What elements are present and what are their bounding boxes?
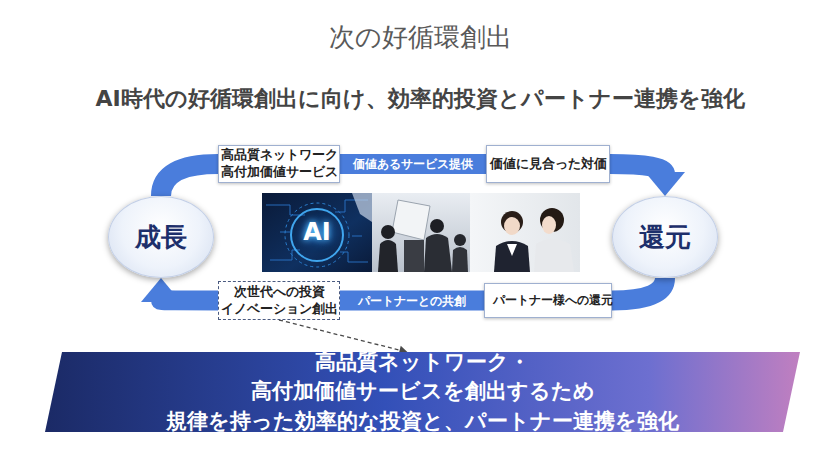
arrowhead <box>141 278 181 302</box>
office-photo <box>470 193 580 272</box>
diagram-title: 次の好循環創出 <box>0 20 840 55</box>
cycle-arrow <box>141 278 218 302</box>
dashed-arrow <box>279 320 407 354</box>
arrowhead <box>645 172 685 196</box>
edge-label: パートナーとの共創 <box>358 292 466 309</box>
ai-photo <box>262 193 372 272</box>
cycle-arrow <box>612 278 665 301</box>
cycle-arrow <box>610 164 685 196</box>
photo-text: AI <box>262 218 372 246</box>
node-text: 高品質ネットワーク 高付加価値サービス <box>220 147 338 181</box>
node-text: 価値に見合った対価 <box>490 156 607 173</box>
process-box: 高品質ネットワーク 高付加価値サービス <box>218 145 340 183</box>
connector-line <box>340 154 486 174</box>
edge-label: 価値あるサービス提供 <box>353 156 473 173</box>
connector-line <box>161 164 218 196</box>
node-text: 高品質ネットワーク・高付加価値サービスを創出するため 規律を持った効率的な投資と… <box>150 348 696 436</box>
cycle-circle: 成長 <box>108 196 214 278</box>
dashed-box: 次世代への投資 イノベーション創出 <box>218 281 340 320</box>
process-box: パートナー様への還元 <box>484 283 612 318</box>
node-text: 次世代への投資 イノベーション創出 <box>220 284 338 318</box>
process-box: 価値に見合った対価 <box>486 145 610 183</box>
connector-line <box>612 278 665 301</box>
node-text: 還元 <box>639 220 691 255</box>
node-text: 成長 <box>135 220 187 255</box>
cycle-arrow <box>161 164 218 196</box>
connector-line <box>279 320 402 351</box>
node-text: パートナー様への還元 <box>493 293 604 309</box>
summary-banner: 高品質ネットワーク・高付加価値サービスを創出するため 規律を持った効率的な投資と… <box>45 352 800 432</box>
cycle-circle: 還元 <box>612 196 718 278</box>
subtitle: AI時代の好循環創出に向け、効率的投資とパートナー連携を強化 <box>0 84 840 114</box>
workers-photo <box>372 193 470 272</box>
connector-line <box>340 291 484 311</box>
